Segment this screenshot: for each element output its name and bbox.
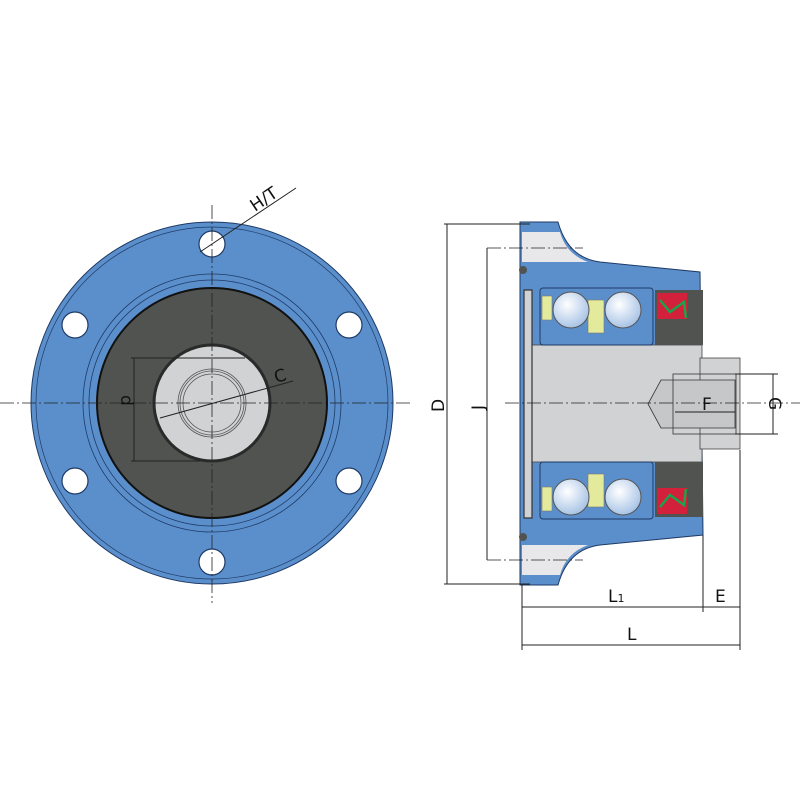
mounting-hole (335, 311, 363, 339)
mounting-hole (335, 467, 363, 495)
bearing-bottom (539, 461, 703, 520)
ht-leader (199, 187, 297, 253)
label-E: E (715, 587, 726, 607)
mounting-hole (61, 311, 89, 339)
thread-major (672, 373, 737, 435)
label-L1-sub: 1 (617, 592, 624, 605)
cage (587, 473, 605, 508)
label-L: L (627, 625, 637, 645)
o-ring-bottom (519, 533, 527, 541)
flange-bore-top (522, 232, 588, 262)
label-J: J (469, 405, 489, 411)
label-F: F (702, 395, 712, 415)
front-view: H/T C d (0, 183, 410, 603)
label-G: G (764, 397, 784, 410)
label-ht: H/T (247, 183, 283, 216)
bearing-top (539, 287, 703, 346)
o-ring-top (519, 266, 527, 274)
mounting-hole (61, 467, 89, 495)
cage (541, 486, 553, 512)
cage (587, 299, 605, 334)
seal-red (657, 488, 687, 514)
side-view (487, 221, 800, 586)
ball (552, 478, 590, 516)
label-d: d (116, 395, 136, 406)
label-D: D (429, 399, 449, 412)
ball (552, 291, 590, 329)
seal-green (659, 299, 688, 319)
ball (604, 478, 642, 516)
dimensions: D J L1 E L G F (429, 223, 784, 650)
label-L1-main: L (608, 587, 618, 607)
seal-green (659, 488, 688, 508)
c-dimension-line (159, 380, 294, 419)
label-L1: L1 (608, 587, 624, 607)
ball (604, 291, 642, 329)
end-cap (523, 289, 533, 519)
threaded-hole (647, 379, 736, 429)
cage (541, 295, 553, 321)
seal-red (657, 293, 687, 319)
label-c: C (272, 365, 289, 387)
